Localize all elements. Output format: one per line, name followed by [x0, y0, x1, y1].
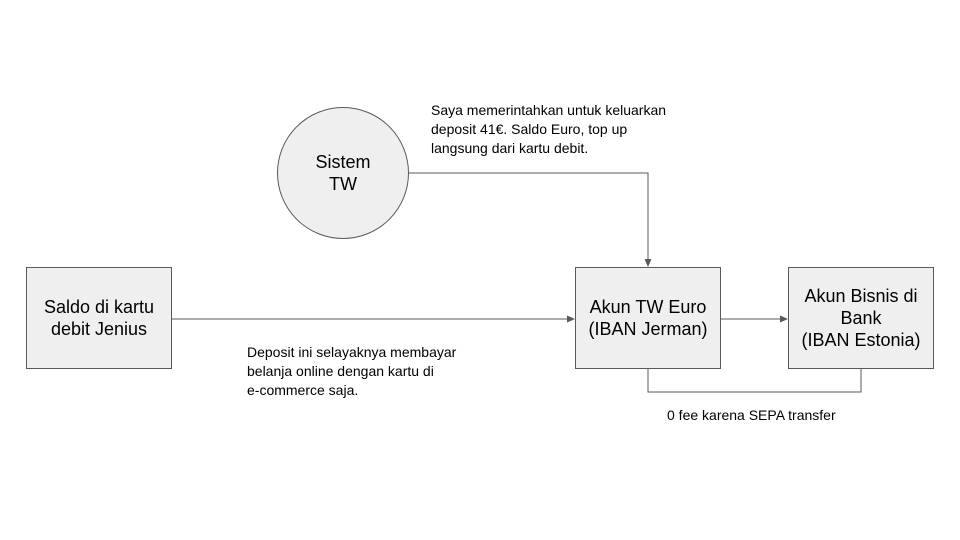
note-deposit-line-1: Deposit ini selayaknya membayar [247, 344, 457, 360]
node-sistem-tw-line-1: Sistem [315, 152, 371, 172]
node-tw-euro-line-2: (IBAN Jerman) [588, 319, 708, 339]
node-sistem-tw-line-2: TW [329, 174, 357, 194]
node-tw-euro: Akun TW Euro (IBAN Jerman) [575, 267, 721, 369]
note-deposit-line-2: belanja online dengan kartu di [247, 363, 434, 379]
node-jenius: Saldo di kartu debit Jenius [26, 267, 172, 369]
note-instruction-line-1: Saya memerintahkan untuk keluarkan [431, 102, 667, 118]
note-instruction: Saya memerintahkan untuk keluarkan depos… [431, 101, 666, 158]
node-bisnis-line-2: Bank [840, 308, 882, 328]
node-bisnis-line-3: (IBAN Estonia) [801, 330, 921, 350]
note-sepa: 0 fee karena SEPA transfer [667, 406, 836, 425]
edge-sistem-to-tw-euro [408, 172, 652, 267]
note-deposit: Deposit ini selayaknya membayar belanja … [247, 343, 456, 400]
node-sistem-tw: Sistem TW [277, 107, 409, 239]
note-deposit-line-3: e-commerce saja. [247, 382, 359, 398]
note-instruction-line-3: langsung dari kartu debit. [431, 140, 589, 156]
node-bisnis: Akun Bisnis di Bank (IBAN Estonia) [788, 267, 934, 369]
node-tw-euro-line-1: Akun TW Euro [589, 297, 707, 317]
node-jenius-line-2: debit Jenius [50, 319, 148, 339]
note-sepa-line-1: 0 fee karena SEPA transfer [667, 407, 836, 423]
note-instruction-line-2: deposit 41€. Saldo Euro, top up [431, 121, 628, 137]
edge-sepa-bracket [647, 369, 862, 393]
node-jenius-line-1: Saldo di kartu [43, 297, 155, 317]
node-bisnis-line-1: Akun Bisnis di [804, 286, 918, 306]
